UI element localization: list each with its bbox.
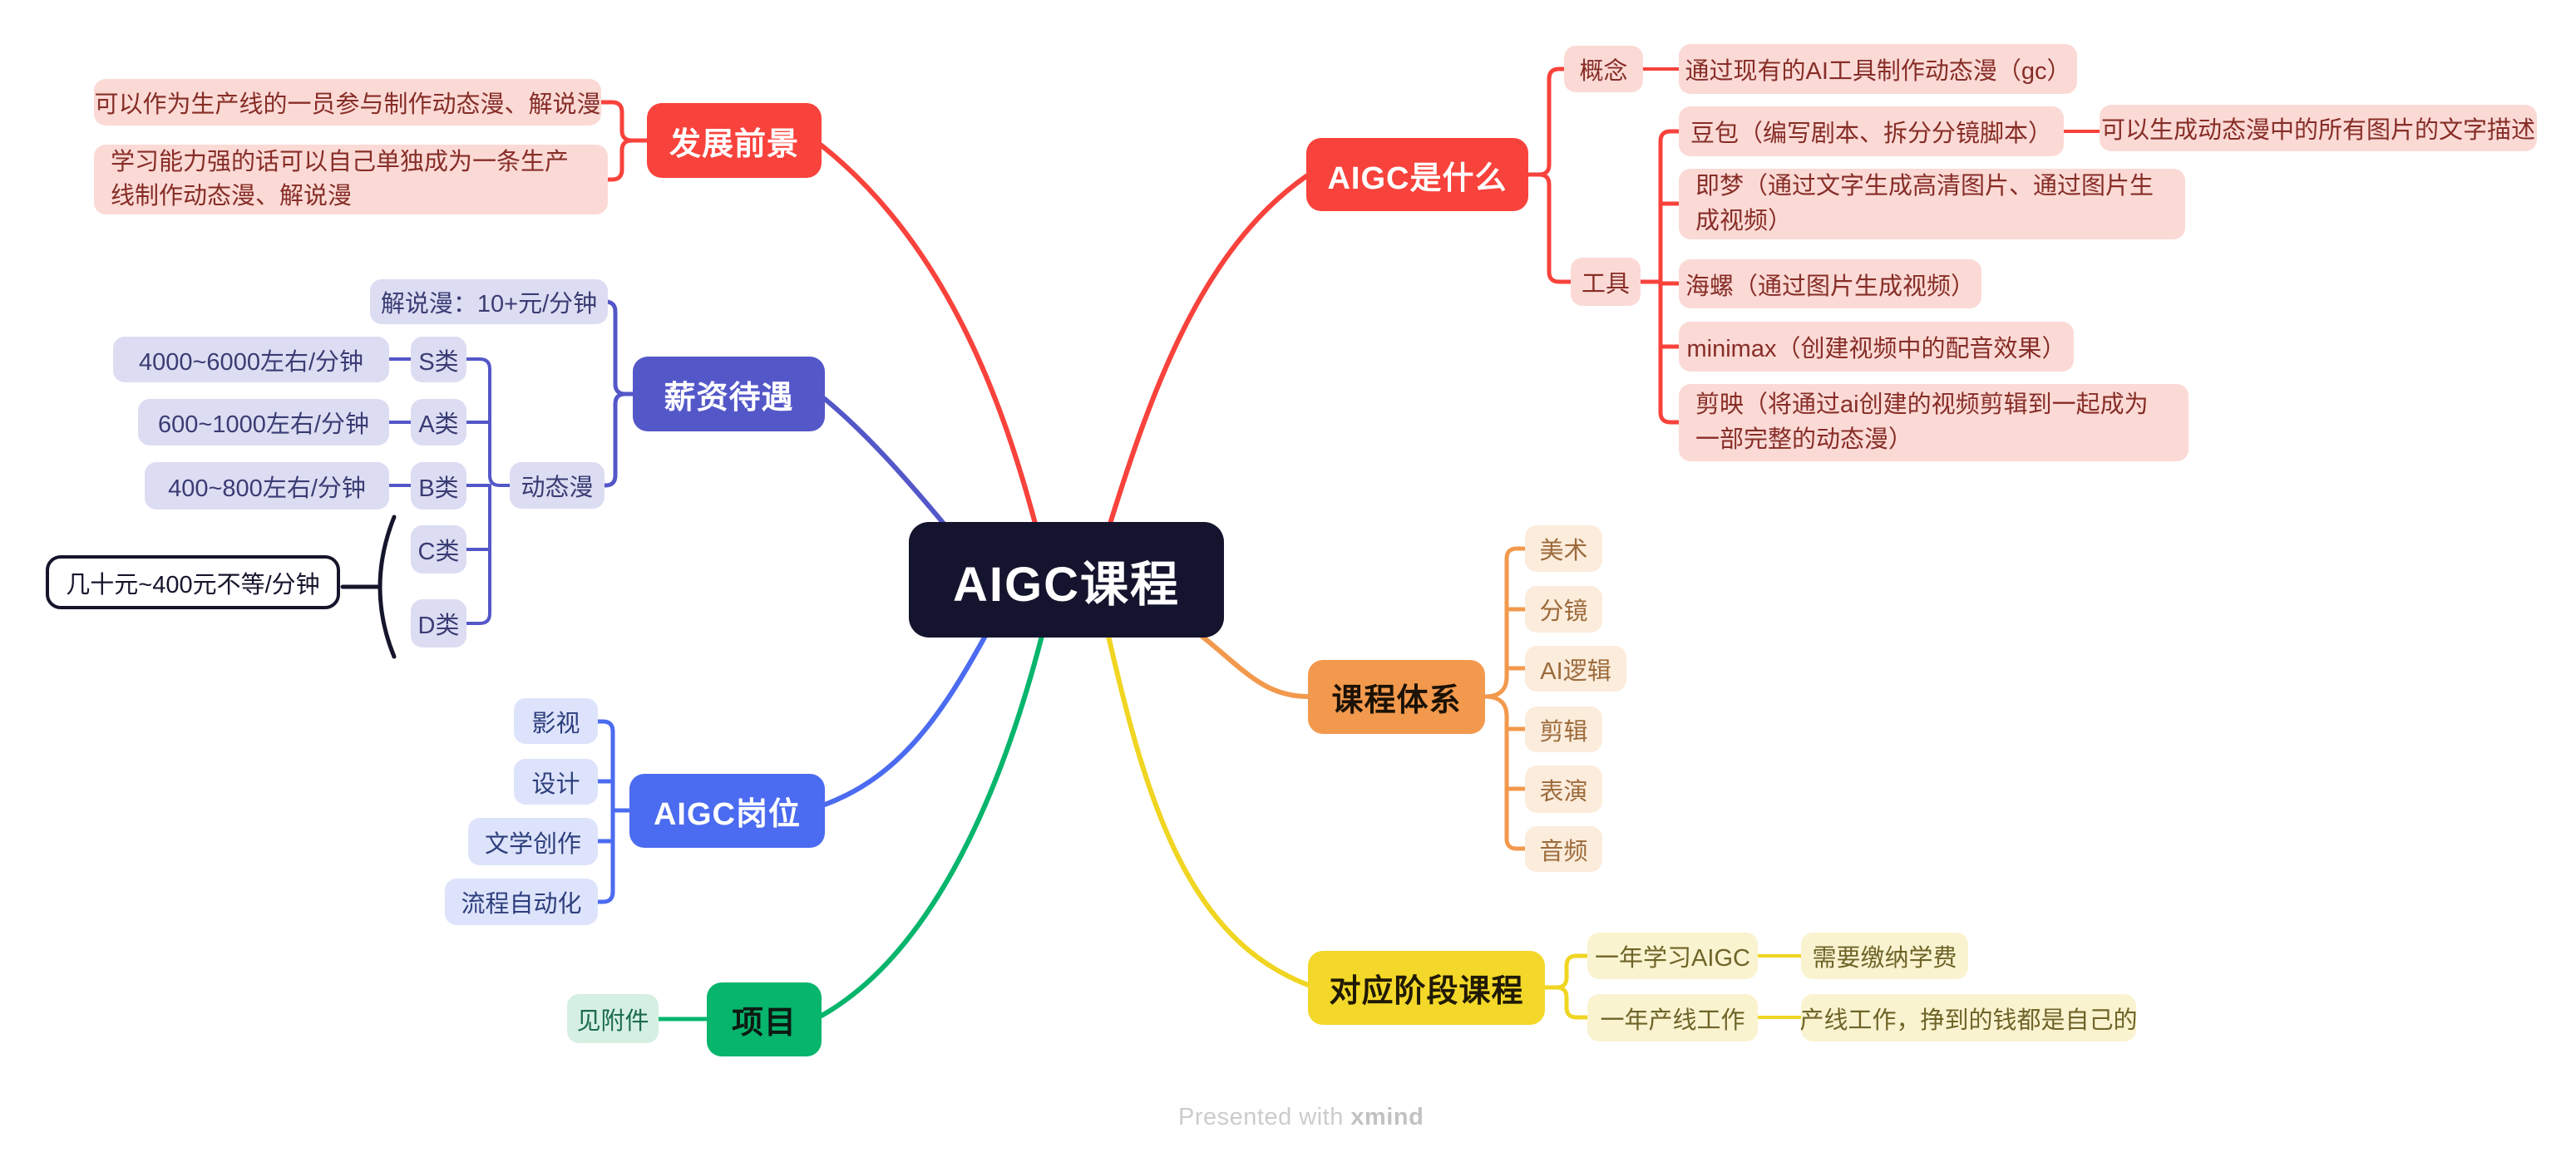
topic-stage1[interactable]: 一年学习AIGC — [1587, 933, 1758, 979]
watermark-brand: xmind — [1350, 1104, 1424, 1130]
topic-prospects[interactable]: 发展前景 — [647, 103, 822, 178]
connector-tools-doubao — [1658, 129, 1681, 284]
connector-salary-narrated — [603, 299, 635, 396]
topic-course-ai-logic[interactable]: AI逻辑 — [1525, 646, 1626, 692]
topic-a-value[interactable]: 600~1000左右/分钟 — [138, 399, 389, 446]
topic-tool-hailuo[interactable]: 海螺（通过图片生成视频） — [1679, 259, 1981, 308]
connector-root-jobs — [822, 633, 988, 807]
root-topic[interactable]: AIGC课程 — [909, 522, 1224, 638]
topic-job-design[interactable]: 设计 — [514, 759, 598, 805]
topic-d-class[interactable]: D类 — [411, 599, 466, 647]
connector-what-concept — [1526, 66, 1567, 177]
topic-job-automation[interactable]: 流程自动化 — [445, 879, 598, 925]
summary-cd-rate[interactable]: 几十元~400元不等/分钟 — [46, 555, 340, 609]
topic-b-value[interactable]: 400~800左右/分钟 — [145, 462, 389, 510]
topic-tool-doubao-note[interactable]: 可以生成动态漫中的所有图片的文字描述 — [2100, 105, 2537, 151]
topic-stages[interactable]: 对应阶段课程 — [1308, 951, 1545, 1025]
connector-prospects-item1 — [599, 100, 649, 143]
topic-a-class[interactable]: A类 — [411, 399, 466, 446]
connector-salary-motion — [602, 391, 635, 488]
topic-tool-jimeng[interactable]: 即梦（通过文字生成高清图片、通过图片生成视频） — [1679, 169, 2185, 239]
connector-what-tools — [1526, 172, 1573, 284]
topic-stage2[interactable]: 一年产线工作 — [1587, 994, 1758, 1041]
connector-root-what — [1108, 174, 1309, 526]
connector-stages-stage2 — [1542, 985, 1590, 1020]
connector-root-curriculum — [1199, 633, 1310, 699]
topic-c-class[interactable]: C类 — [411, 525, 466, 574]
topic-tool-jianying[interactable]: 剪映（将通过ai创建的视频剪辑到一起成为一部完整的动态漫） — [1679, 384, 2189, 461]
topic-job-writing[interactable]: 文学创作 — [468, 818, 598, 865]
topic-project-attachment[interactable]: 见附件 — [567, 994, 659, 1043]
topic-course-storyboard[interactable]: 分镜 — [1525, 586, 1602, 633]
topic-curriculum[interactable]: 课程体系 — [1308, 660, 1485, 734]
connector-root-stages — [1106, 633, 1310, 987]
connector-root-prospects — [819, 143, 1038, 526]
topic-motion-comic[interactable]: 动态漫 — [510, 462, 605, 509]
topic-stage1-note[interactable]: 需要缴纳学费 — [1801, 933, 1968, 979]
topic-b-class[interactable]: B类 — [411, 462, 466, 510]
topic-narrated-comic-rate[interactable]: 解说漫：10+元/分钟 — [370, 279, 608, 324]
connector-jobs-film — [595, 719, 632, 813]
connector-root-salary — [822, 396, 946, 526]
connector-motion-d — [465, 484, 491, 625]
topic-course-art[interactable]: 美术 — [1525, 525, 1602, 572]
connector-prospects-item2 — [605, 138, 649, 182]
topic-what-is-aigc[interactable]: AIGC是什么 — [1306, 138, 1528, 211]
topic-tools[interactable]: 工具 — [1571, 258, 1641, 306]
connector-tools-jianying — [1658, 281, 1681, 425]
topic-jobs[interactable]: AIGC岗位 — [629, 774, 825, 848]
connector-stages-stage1 — [1542, 953, 1590, 990]
topic-stage2-note[interactable]: 产线工作，挣到的钱都是自己的 — [1800, 994, 2138, 1041]
connector-jobs-automation — [595, 808, 615, 904]
connector-root-project — [819, 633, 1044, 1018]
topic-s-value[interactable]: 4000~6000左右/分钟 — [113, 337, 389, 382]
topic-tool-minimax[interactable]: minimax（创建视频中的配音效果） — [1679, 322, 2074, 372]
topic-course-audio[interactable]: 音频 — [1525, 826, 1602, 872]
topic-course-acting[interactable]: 表演 — [1525, 766, 1602, 813]
connector-curriculum-audio — [1483, 694, 1527, 851]
topic-salary[interactable]: 薪资待遇 — [633, 357, 825, 431]
topic-s-class[interactable]: S类 — [411, 337, 466, 382]
topic-project[interactable]: 项目 — [707, 982, 822, 1056]
topic-concept-desc[interactable]: 通过现有的AI工具制作动态漫（gc） — [1679, 44, 2077, 94]
topic-tool-doubao[interactable]: 豆包（编写剧本、拆分分镜脚本） — [1679, 106, 2064, 156]
connector-curriculum-art — [1483, 546, 1527, 699]
summary-brace — [378, 514, 397, 659]
topic-job-film[interactable]: 影视 — [514, 698, 598, 744]
topic-prospects-item1[interactable]: 可以作为生产线的一员参与制作动态漫、解说漫 — [94, 79, 601, 126]
topic-concept[interactable]: 概念 — [1564, 46, 1643, 92]
topic-course-editing[interactable]: 剪辑 — [1525, 707, 1602, 752]
watermark: Presented with xmind — [1178, 1104, 1424, 1131]
watermark-prefix: Presented with — [1178, 1104, 1344, 1130]
topic-prospects-item2[interactable]: 学习能力强的话可以自己单独成为一条生产线制作动态漫、解说漫 — [94, 145, 608, 214]
